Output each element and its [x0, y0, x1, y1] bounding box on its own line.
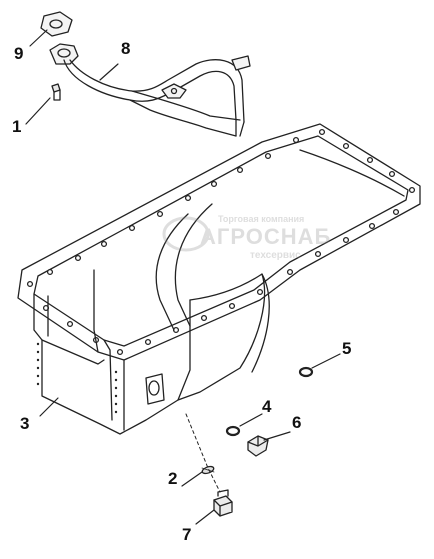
part-8-suction-pipe — [49, 43, 251, 137]
part-6-plug — [247, 435, 269, 457]
part-5-o-ring — [298, 366, 314, 378]
part-2-washer — [201, 465, 215, 475]
watermark-line3: техсервис — [250, 250, 301, 261]
callout-2: 2 — [168, 469, 178, 488]
drain-alignment-line — [185, 413, 221, 493]
callout-8: 8 — [121, 39, 131, 58]
callout-1: 1 — [12, 117, 22, 136]
part-4-o-ring — [225, 425, 241, 437]
part-1-bolt — [51, 83, 61, 101]
watermark-line2: АГРОСНАБ — [200, 224, 331, 249]
leader-lines — [25, 29, 341, 525]
watermark-line1: Торговая компания — [218, 214, 304, 224]
callout-5: 5 — [342, 339, 352, 358]
part-9-gasket — [40, 11, 73, 37]
callout-7: 7 — [182, 525, 192, 544]
watermark-logo: Торговая компания АГРОСНАБ техсервис — [162, 214, 331, 261]
part-3-oil-pan — [17, 123, 421, 435]
callout-4: 4 — [262, 397, 272, 416]
callout-9: 9 — [14, 44, 24, 63]
callout-6: 6 — [292, 413, 302, 432]
callout-3: 3 — [20, 414, 30, 433]
part-7-drain-plug — [213, 489, 233, 517]
